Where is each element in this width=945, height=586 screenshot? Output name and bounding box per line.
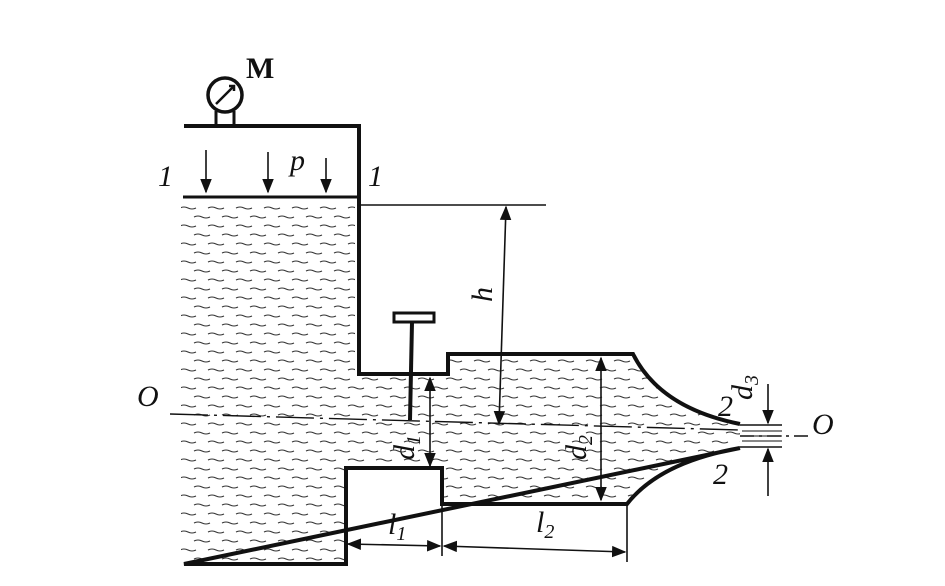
head-dimension [493, 205, 512, 426]
pressure-arrows [200, 150, 332, 194]
l1-label: l1 [388, 508, 406, 545]
length-dimensions [345, 506, 628, 566]
pressure-gauge [206, 76, 244, 126]
section1-left-label: 1 [158, 160, 173, 193]
section2-top-label: 2 [718, 390, 733, 423]
section2-bottom-label: 2 [713, 458, 728, 491]
gauge-label: M [246, 52, 274, 85]
d1-label: d1 [388, 435, 425, 460]
l2-label: l2 [536, 506, 554, 543]
water-hatching [181, 206, 740, 561]
valve [392, 311, 436, 421]
section1-right-label: 1 [368, 160, 383, 193]
d3-label: d3 [726, 375, 763, 400]
d3-dimension [740, 384, 782, 496]
datum-left-label: O [137, 380, 159, 413]
d2-label: d2 [560, 435, 597, 460]
datum-right-label: O [812, 408, 834, 441]
tank-and-pipe-outline [183, 124, 741, 566]
head-label: h [466, 287, 499, 302]
pressure-label: p [288, 144, 305, 177]
datum-line [169, 413, 741, 431]
